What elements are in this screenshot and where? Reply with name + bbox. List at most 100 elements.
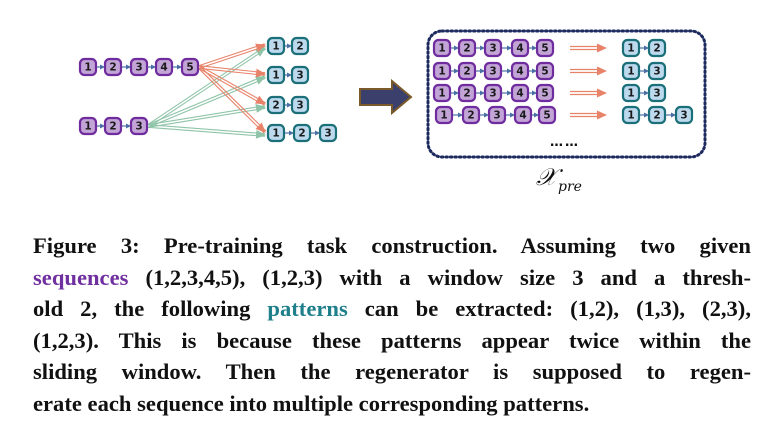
item-box (621, 61, 641, 81)
pattern-item: 1 (266, 36, 286, 56)
pattern-item: 3 (647, 83, 667, 103)
item-label: 5 (541, 88, 548, 100)
item-box (535, 61, 555, 81)
item-label: 2 (296, 41, 303, 53)
item-label: 3 (493, 110, 500, 122)
sequence-item: 4 (154, 57, 174, 77)
item-box (290, 65, 310, 85)
item-label: 2 (653, 43, 660, 55)
figure-caption: Figure 3: Pre-training task construction… (33, 230, 751, 420)
transform-arrow (359, 78, 413, 116)
pattern-item: 1 (621, 38, 641, 58)
item-box (180, 57, 200, 77)
item-label: 1 (438, 43, 445, 55)
pattern-item: 3 (318, 123, 338, 143)
item-box (103, 57, 123, 77)
pattern-item: 2 (266, 95, 286, 115)
item-label: 3 (135, 62, 142, 74)
item-label: 3 (296, 70, 303, 82)
item-box (78, 57, 98, 77)
caption-line: erate each sequence into multiple corres… (33, 388, 751, 420)
sequence-item: 5 (535, 38, 555, 58)
item-label: 5 (186, 62, 193, 74)
item-box (266, 123, 286, 143)
item-label: 2 (463, 43, 470, 55)
pattern-item: 2 (647, 38, 667, 58)
mapping-edge (198, 65, 266, 78)
item-box (510, 61, 530, 81)
sequence-item: 3 (483, 83, 503, 103)
item-box (647, 38, 667, 58)
item-label: 3 (135, 121, 142, 133)
regenerate-arrow-icon (570, 43, 607, 53)
pattern-item: 3 (290, 95, 310, 115)
set-label: 𝒳 pre (536, 163, 582, 195)
regenerate-arrow-icon (570, 110, 607, 120)
set-label-sub: pre (558, 179, 582, 195)
item-label: 1 (272, 41, 279, 53)
sequence-item: 4 (510, 83, 530, 103)
item-box (535, 38, 555, 58)
pattern-item: 2 (292, 123, 312, 143)
caption-text: Figure 3: Pre-training task construction… (33, 233, 751, 258)
extraction-edges (146, 43, 267, 139)
item-box (513, 105, 533, 125)
item-box (647, 61, 667, 81)
item-box (487, 105, 507, 125)
item-label: 3 (324, 128, 331, 140)
item-box (292, 123, 312, 143)
item-label: 1 (627, 66, 634, 78)
pattern-item: 2 (647, 105, 667, 125)
keyword-sequences: sequences (33, 264, 129, 290)
sequence-item: 5 (535, 61, 555, 81)
item-label: 1 (84, 121, 91, 133)
pattern-item: 3 (674, 105, 694, 125)
item-box (434, 105, 454, 125)
item-box (537, 105, 557, 125)
sequence-item: 3 (483, 38, 503, 58)
item-box (318, 123, 338, 143)
item-label: 1 (627, 43, 634, 55)
item-box (674, 105, 694, 125)
item-box (483, 61, 503, 81)
item-label: 4 (516, 66, 523, 78)
item-label: 2 (463, 66, 470, 78)
pattern-item: 1 (266, 123, 286, 143)
pattern-item: 1 (266, 65, 286, 85)
item-label: 3 (489, 43, 496, 55)
item-box (290, 95, 310, 115)
item-box (78, 116, 98, 136)
mapping-edge (147, 124, 266, 139)
item-box (647, 83, 667, 103)
item-label: 3 (653, 66, 660, 78)
item-label: 2 (109, 121, 116, 133)
item-box (290, 36, 310, 56)
item-box (621, 83, 641, 103)
item-label: 1 (627, 110, 634, 122)
sequence-item: 1 (432, 83, 452, 103)
mapping-edge (198, 43, 266, 69)
regenerate-arrow-icon (570, 66, 607, 76)
item-box (461, 105, 481, 125)
item-box (129, 116, 149, 136)
sequence-item: 5 (180, 57, 200, 77)
item-box (129, 57, 149, 77)
item-label: 4 (160, 62, 167, 74)
item-box (432, 38, 452, 58)
sequence-item: 4 (513, 105, 533, 125)
item-box (510, 38, 530, 58)
keyword-patterns: patterns (267, 296, 348, 322)
